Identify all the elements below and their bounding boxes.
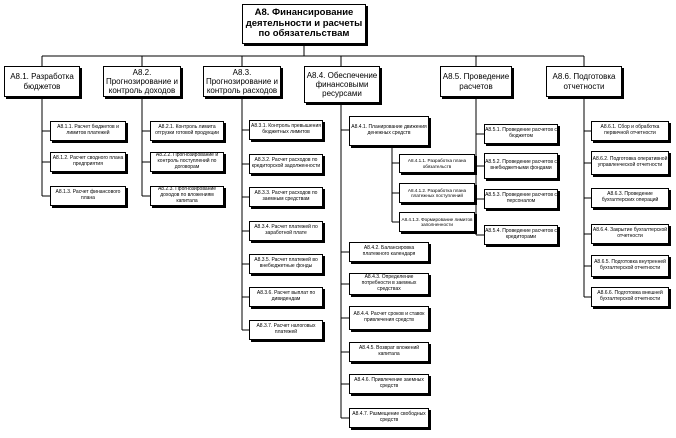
leaf-label: А8.4.5. Возврат вложений капитала bbox=[358, 345, 420, 357]
leaf-label: А8.5.4. Проведение расчетов с кредиторам… bbox=[485, 228, 557, 240]
leaf-node-a8-1-2: А8.1.2. Расчет сводного плана предприяти… bbox=[50, 152, 126, 172]
leaf-node-a8-5-2: А8.5.2. Проведение расчетов с внебюджетн… bbox=[484, 153, 558, 179]
leaf-node-a8-6-2: А8.6.2. Подготовка оперативной управленч… bbox=[591, 151, 669, 175]
leaf-label: А8.4.6. Привлечение заемных средств bbox=[354, 377, 424, 389]
leaf-label: А8.3.5. Расчет платежей во внебюджетные … bbox=[254, 257, 318, 269]
leaf-node-a8-6-3: А8.6.3. Проведение бухгалтерских операци… bbox=[591, 188, 669, 208]
leaf-node-a8-3-1: А8.3.1. Контроль превышения бюджетных ли… bbox=[249, 120, 323, 140]
leaf-label: А8.1.2. Расчет сводного плана предприяти… bbox=[52, 155, 124, 167]
leaf-label: А8.6.3. Проведение бухгалтерских операци… bbox=[601, 191, 659, 203]
leaf-node-a8-2-2: А8.2.2. Прогнозирование и контроль посту… bbox=[150, 152, 224, 172]
leaf-label: А8.6.5. Подготовка внутренней бухгалтерс… bbox=[594, 259, 666, 271]
root-label: А8. Финансирование деятельности и расчет… bbox=[245, 6, 363, 40]
leaf-label: А8.1.1. Расчет бюджетов и лимитов платеж… bbox=[57, 124, 119, 136]
subleaf-node-a8-4-1-3: А8.4.1.3. Формирование лимитов заполненн… bbox=[399, 212, 475, 232]
leaf-label: А8.4.4. Расчет сроков и ставок привлечен… bbox=[353, 311, 425, 323]
leaf-node-a8-5-3: А8.5.3. Проведение расчетов с персоналом bbox=[484, 189, 558, 209]
branch-node-a8-5: А8.5. Проведение расчетов bbox=[440, 66, 512, 97]
subleaf-label: А8.4.1.2. Разработка плана платежных пос… bbox=[407, 187, 467, 198]
branch-label: А8.6. Подготовка отчетности bbox=[552, 72, 616, 91]
leaf-label: А8.3.1. Контроль превышения бюджетных ли… bbox=[251, 123, 321, 135]
leaf-node-a8-2-3: А8.2.3. Прогнозирование доходов по вложе… bbox=[150, 186, 224, 206]
leaf-node-a8-6-4: А8.6.4. Закрытие бухгалтерской отчетност… bbox=[591, 224, 669, 244]
leaf-node-a8-5-4: А8.5.4. Проведение расчетов с кредиторам… bbox=[484, 225, 558, 245]
leaf-label: А8.5.2. Проведение расчетов с внебюджетн… bbox=[485, 159, 557, 171]
leaf-node-a8-4-4: А8.4.4. Расчет сроков и ставок привлечен… bbox=[349, 306, 429, 330]
leaf-node-a8-4-1: А8.4.1. Планирование движения денежных с… bbox=[349, 116, 429, 146]
subleaf-node-a8-4-1-2: А8.4.1.2. Разработка плана платежных пос… bbox=[399, 183, 475, 203]
leaf-label: А8.6.4. Закрытие бухгалтерской отчетност… bbox=[592, 227, 668, 239]
leaf-node-a8-3-7: А8.3.7. Расчет налоговых платежей bbox=[249, 320, 323, 340]
leaf-node-a8-4-2: А8.4.2. Балансировка платежного календар… bbox=[349, 242, 429, 262]
leaf-label: А8.3.3. Расчет расходов по заемным средс… bbox=[254, 190, 318, 202]
leaf-node-a8-3-3: А8.3.3. Расчет расходов по заемным средс… bbox=[249, 187, 323, 207]
branch-node-a8-3: А8.3. Прогнозирование и контроль расходо… bbox=[203, 66, 281, 97]
leaf-label: А8.5.3. Проведение расчетов с персоналом bbox=[485, 192, 557, 204]
leaf-label: А8.6.1. Сбор и обработка первичной отчет… bbox=[600, 124, 660, 136]
leaf-label: А8.4.7. Размещение свободных средств bbox=[352, 411, 426, 423]
leaf-label: А8.3.6. Расчет выплат по дивидендам bbox=[256, 290, 316, 302]
leaf-node-a8-4-3: А8.4.3. Определение потребности в заемны… bbox=[349, 273, 429, 295]
leaf-label: А8.4.1. Планирование движения денежных с… bbox=[351, 124, 427, 136]
branch-label: А8.5. Проведение расчетов bbox=[442, 72, 510, 91]
branch-node-a8-1: А8.1. Разработка бюджетов bbox=[4, 66, 80, 97]
branch-label: А8.1. Разработка бюджетов bbox=[10, 72, 74, 91]
leaf-node-a8-4-5: А8.4.5. Возврат вложений капитала bbox=[349, 342, 429, 362]
subleaf-label: А8.4.1.3. Формирование лимитов заполненн… bbox=[401, 216, 473, 227]
branch-node-a8-4: А8.4. Обеспечение финансовыми ресурсами bbox=[304, 66, 380, 103]
leaf-node-a8-2-1: А8.2.1. Контроль лимита отгрузки готовой… bbox=[150, 121, 224, 141]
leaf-label: А8.3.4. Расчет платежей по заработной пл… bbox=[254, 224, 318, 236]
leaf-node-a8-3-5: А8.3.5. Расчет платежей во внебюджетные … bbox=[249, 254, 323, 274]
leaf-node-a8-6-6: А8.6.6. Подготовка внешней бухгалтерской… bbox=[591, 287, 669, 307]
leaf-label: А8.2.2. Прогнозирование и контроль посту… bbox=[155, 152, 219, 170]
branch-node-a8-2: А8.2. Прогнозирование и контроль доходов bbox=[103, 66, 181, 97]
leaf-node-a8-4-7: А8.4.7. Размещение свободных средств bbox=[349, 408, 429, 428]
leaf-node-a8-6-1: А8.6.1. Сбор и обработка первичной отчет… bbox=[591, 121, 669, 141]
leaf-label: А8.3.2. Расчет расходов по кредиторской … bbox=[251, 157, 321, 169]
leaf-label: А8.2.1. Контроль лимита отгрузки готовой… bbox=[155, 124, 219, 136]
leaf-node-a8-3-4: А8.3.4. Расчет платежей по заработной пл… bbox=[249, 221, 323, 241]
branch-node-a8-6: А8.6. Подготовка отчетности bbox=[546, 66, 622, 97]
leaf-label: А8.4.3. Определение потребности в заемны… bbox=[361, 274, 417, 292]
leaf-label: А8.1.3. Расчет финансового плана bbox=[55, 189, 121, 201]
leaf-label: А8.3.7. Расчет налоговых платежей bbox=[256, 323, 316, 335]
leaf-node-a8-5-1: А8.5.1. Проведение расчетов с бюджетом bbox=[484, 124, 558, 144]
branch-label: А8.4. Обеспечение финансовыми ресурсами bbox=[306, 70, 378, 99]
leaf-label: А8.6.2. Подготовка оперативной управленч… bbox=[592, 156, 668, 168]
leaf-label: А8.2.3. Прогнозирование доходов по вложе… bbox=[157, 186, 217, 204]
leaf-node-a8-3-2: А8.3.2. Расчет расходов по кредиторской … bbox=[249, 154, 323, 174]
leaf-node-a8-3-6: А8.3.6. Расчет выплат по дивидендам bbox=[249, 287, 323, 307]
leaf-node-a8-1-3: А8.1.3. Расчет финансового плана bbox=[50, 186, 126, 206]
leaf-node-a8-4-6: А8.4.6. Привлечение заемных средств bbox=[349, 374, 429, 394]
leaf-node-a8-6-5: А8.6.5. Подготовка внутренней бухгалтерс… bbox=[591, 255, 669, 277]
subleaf-node-a8-4-1-1: А8.4.1.1. Разработка плана обязательств bbox=[399, 154, 475, 173]
leaf-label: А8.6.6. Подготовка внешней бухгалтерской… bbox=[597, 290, 663, 302]
leaf-label: А8.5.1. Проведение расчетов с бюджетом bbox=[485, 127, 557, 139]
root-node: А8. Финансирование деятельности и расчет… bbox=[242, 4, 366, 44]
leaf-node-a8-1-1: А8.1.1. Расчет бюджетов и лимитов платеж… bbox=[50, 121, 126, 141]
leaf-label: А8.4.2. Балансировка платежного календар… bbox=[362, 245, 416, 257]
branch-label: А8.2. Прогнозирование и контроль доходов bbox=[105, 67, 178, 96]
branch-label: А8.3. Прогнозирование и контроль расходо… bbox=[205, 67, 278, 96]
subleaf-label: А8.4.1.1. Разработка плана обязательств bbox=[407, 158, 467, 169]
